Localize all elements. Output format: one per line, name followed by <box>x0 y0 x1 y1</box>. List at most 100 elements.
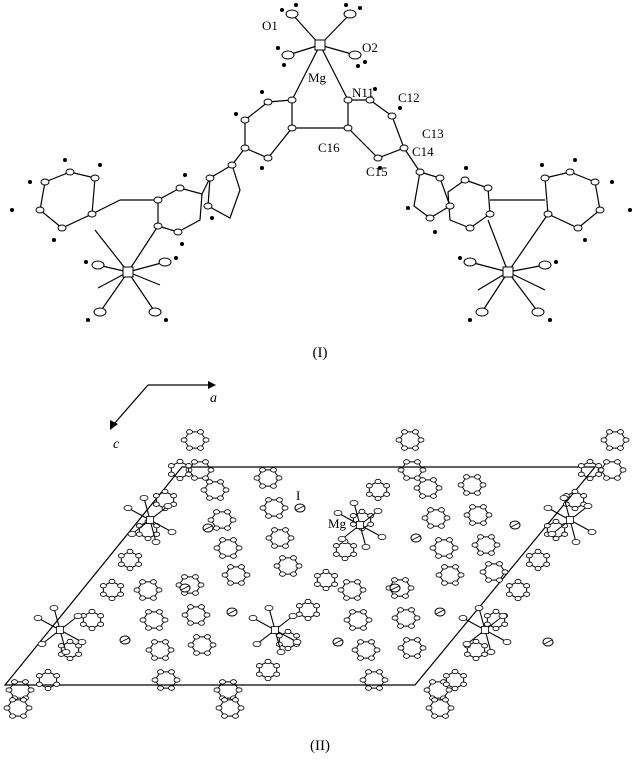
packing-atom <box>224 509 231 515</box>
packing-atom <box>343 617 351 623</box>
oxygen-atom <box>127 531 137 538</box>
oxygen-atom <box>462 641 472 648</box>
axis-indicator: a c <box>110 381 217 452</box>
oxygen-atom <box>151 539 161 546</box>
packing-atom <box>417 437 425 443</box>
packing-atom <box>20 713 27 719</box>
molecule-panel: O1 O2 Mg N11 C12 C13 C14 C15 C16 (I) <box>10 3 632 361</box>
packing-atom <box>259 505 267 511</box>
iodide-ion-mark <box>510 522 520 528</box>
packing-atom <box>152 493 160 499</box>
oxygen-atom <box>163 502 173 509</box>
oxygen-atom <box>167 529 177 536</box>
packing-atom <box>322 585 330 592</box>
packing-atom <box>451 668 459 675</box>
mg-atom <box>56 626 64 634</box>
packing-atom <box>401 445 408 451</box>
packing-atom <box>441 564 448 570</box>
iodide-ion-mark <box>203 525 213 531</box>
packing-atom <box>161 488 169 495</box>
packing-atom <box>395 437 403 443</box>
packing-atom <box>421 515 429 521</box>
packing-atom <box>238 580 245 586</box>
packing-atom <box>365 491 373 497</box>
packing-atom <box>408 623 415 629</box>
packing-atom <box>614 475 621 481</box>
packing-atom <box>617 445 624 451</box>
oxygen-atom <box>276 649 286 656</box>
packing-atom <box>359 677 367 683</box>
packing-atom <box>217 495 224 501</box>
packing-atom <box>451 685 459 692</box>
packing-atom <box>391 577 398 583</box>
packing-atom <box>197 429 204 435</box>
iodide-ion-mark <box>411 535 421 541</box>
packing-atom <box>429 545 437 551</box>
packing-atom <box>412 429 419 435</box>
packing-atom <box>162 655 169 661</box>
packing-atom <box>365 617 373 623</box>
packing-atom <box>571 488 579 495</box>
packing-atom <box>293 633 301 639</box>
packing-atom <box>167 463 175 469</box>
packing-atom <box>155 587 163 593</box>
label-c14: C14 <box>412 144 434 159</box>
packing-atom <box>150 595 157 601</box>
packing-atom <box>419 467 427 473</box>
packing-atom <box>108 595 116 602</box>
packing-atom <box>53 673 61 679</box>
packing-atom <box>552 518 560 525</box>
packing-atom <box>514 595 522 602</box>
packing-atom <box>264 658 272 665</box>
packing-atom <box>9 713 16 719</box>
oxygen-atom <box>502 639 512 646</box>
packing-atom <box>168 669 175 675</box>
packing-atom <box>460 673 468 679</box>
packing-atom <box>170 493 178 499</box>
packing-atom <box>198 604 205 610</box>
packing-atom <box>259 467 266 473</box>
packing-atom <box>213 525 220 531</box>
packing-atom <box>349 513 357 519</box>
oxygen-atom <box>333 509 343 516</box>
packing-atom <box>270 483 277 489</box>
packing-atom <box>446 553 453 559</box>
packing-atom <box>552 535 560 542</box>
packing-atom <box>431 713 438 719</box>
packing-atom <box>204 650 211 656</box>
packing-atom <box>606 445 613 451</box>
oxygen-atom <box>288 613 298 620</box>
packing-atom <box>457 482 465 488</box>
packing-atom <box>206 479 213 485</box>
packing-atom <box>97 613 105 619</box>
packing-atom <box>227 580 234 586</box>
packing-atom <box>22 679 29 685</box>
packing-atom <box>501 621 509 627</box>
oxygen-atom <box>337 536 347 543</box>
packing-atom <box>341 555 349 562</box>
packing-atom <box>139 595 146 601</box>
packing-atom <box>27 687 35 693</box>
packing-atom <box>135 561 143 567</box>
packing-atom <box>360 625 367 631</box>
packing-atom <box>619 467 627 473</box>
packing-atom <box>479 569 487 575</box>
packing-atom <box>275 475 283 481</box>
packing-atom <box>213 687 221 693</box>
packing-atom <box>192 574 199 580</box>
label-iodide: I <box>296 488 300 503</box>
packing-atom <box>265 497 272 503</box>
packing-atom <box>397 467 405 473</box>
packing-atom <box>419 493 426 499</box>
oxygen-atom <box>248 615 258 622</box>
packing-atom <box>414 653 421 659</box>
packing-atom <box>332 543 340 549</box>
packing-atom <box>472 638 480 645</box>
packing-atom <box>145 647 153 653</box>
packing-atom <box>488 534 495 540</box>
packing-atom <box>481 643 489 649</box>
packing-atom <box>367 513 375 519</box>
packing-atom <box>79 621 87 627</box>
packing-atom <box>431 697 438 703</box>
